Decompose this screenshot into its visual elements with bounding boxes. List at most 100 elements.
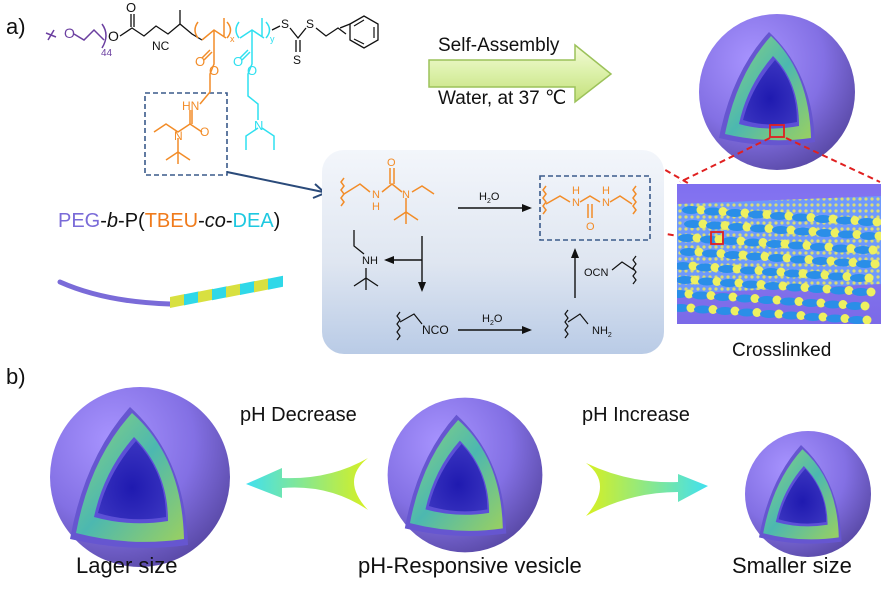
mesh-node (750, 294, 760, 303)
polymer-name-part: - (100, 210, 107, 232)
amine-fragment (564, 309, 589, 339)
tbeu-block (194, 18, 232, 92)
raft-linker (119, 10, 203, 41)
self-assembly-arrow (428, 43, 613, 104)
mesh-bond (784, 269, 802, 278)
polymer-chemical-structure: O 44 O O NC x O O y O O N S (45, 0, 347, 176)
mesh-bond (856, 260, 874, 268)
mesh-node (862, 315, 872, 324)
mesh-node (772, 295, 782, 305)
mesh-node (728, 292, 738, 302)
mesh-node (720, 221, 730, 230)
mesh-bond (828, 272, 846, 281)
mesh-bond (750, 224, 768, 233)
mesh-node (708, 305, 718, 314)
mesh-bond (806, 271, 824, 279)
peg-segment (45, 23, 107, 49)
mesh-node (740, 208, 750, 218)
polymer-name-part: co (204, 210, 226, 232)
ph-decrease-label: pH Decrease (240, 404, 357, 426)
arrow-head-up (571, 248, 579, 258)
arrow-head-bottom (522, 326, 532, 334)
tbeu-nh: HN (182, 99, 199, 113)
mesh-bond (728, 223, 746, 231)
mesh-bond (698, 277, 716, 286)
mesh-node (730, 306, 740, 316)
dea-carbonyl-o: O (233, 54, 243, 69)
mesh-node (828, 214, 838, 224)
vesicle-larger (50, 387, 230, 567)
mesh-node (798, 269, 808, 278)
mesh-bond (762, 268, 780, 276)
mesh-bond (792, 213, 810, 222)
mesh-bond (786, 283, 804, 292)
mesh-node (738, 250, 748, 260)
peg-repeat-count: 44 (101, 48, 113, 59)
tbeu-carbonyl-o: O (195, 54, 205, 69)
mesh-node (840, 314, 850, 323)
mesh-node (698, 219, 708, 229)
mesh-bond (830, 286, 848, 295)
pointer-arrow (226, 171, 327, 199)
polymer-chain-graphic (57, 275, 283, 308)
mesh-node (706, 291, 716, 300)
mesh-node (794, 297, 804, 306)
mesh-node (870, 259, 880, 269)
mesh-node (804, 255, 814, 264)
mesh-node (764, 224, 774, 233)
amine-label: NH2 (592, 325, 612, 339)
urea-n-1: N (372, 189, 380, 201)
copolymer-stripe (184, 291, 199, 306)
mesh-bond (702, 249, 720, 258)
mesh-bond (772, 226, 790, 234)
mesh-bond (838, 230, 856, 239)
polymer-name-part: ) (273, 210, 281, 232)
mesh-node (762, 210, 772, 219)
mesh-bond (680, 248, 698, 256)
product-n-2: N (602, 197, 610, 209)
subscript-x: x (230, 34, 235, 44)
mesh-node (752, 308, 762, 317)
mesh-bond (810, 243, 828, 251)
mesh-node (808, 227, 818, 236)
mesh-node (818, 312, 828, 322)
mesh-node (714, 235, 724, 244)
mesh-bond (826, 314, 844, 323)
mesh-bond (724, 251, 742, 259)
mesh-node (820, 270, 830, 280)
product-n-1: N (572, 197, 580, 209)
mesh-bond (788, 241, 806, 250)
polymer-name-part: -P( (118, 210, 145, 232)
urea-o: O (387, 157, 396, 169)
arrow-head-top (522, 204, 532, 212)
dea-block (235, 18, 275, 150)
mesh-bond (848, 316, 866, 324)
peg-chain (57, 279, 173, 307)
mesh-bond (832, 244, 850, 253)
tbeu-urea-o: O (200, 125, 209, 139)
mesh-node (692, 233, 702, 243)
isocyanate-reverse-label: OCN (584, 267, 609, 279)
mesh-node (848, 258, 858, 267)
mesh-bond (854, 246, 872, 254)
mesh-node (868, 245, 878, 255)
mesh-node (796, 311, 806, 320)
mesh-bond (836, 216, 854, 225)
mesh-node (686, 303, 696, 313)
polymer-name-part: - (198, 210, 205, 232)
mesh-bond (740, 266, 758, 275)
peg-oxygen: O (64, 25, 75, 41)
mesh-bond (700, 235, 718, 244)
mesh-node (784, 211, 794, 221)
mesh-node (838, 300, 848, 309)
mesh-node (846, 244, 856, 253)
mesh-node (716, 249, 726, 258)
ph-increase-arrow (586, 463, 708, 516)
copolymer-stripe (170, 294, 185, 308)
mesh-bond (678, 234, 696, 242)
mesh-bond (677, 262, 692, 270)
trithiocarbonate-end-group (271, 25, 347, 52)
mesh-node (742, 222, 752, 232)
benzene-ring-icon (340, 15, 379, 49)
mesh-bond (738, 308, 756, 317)
